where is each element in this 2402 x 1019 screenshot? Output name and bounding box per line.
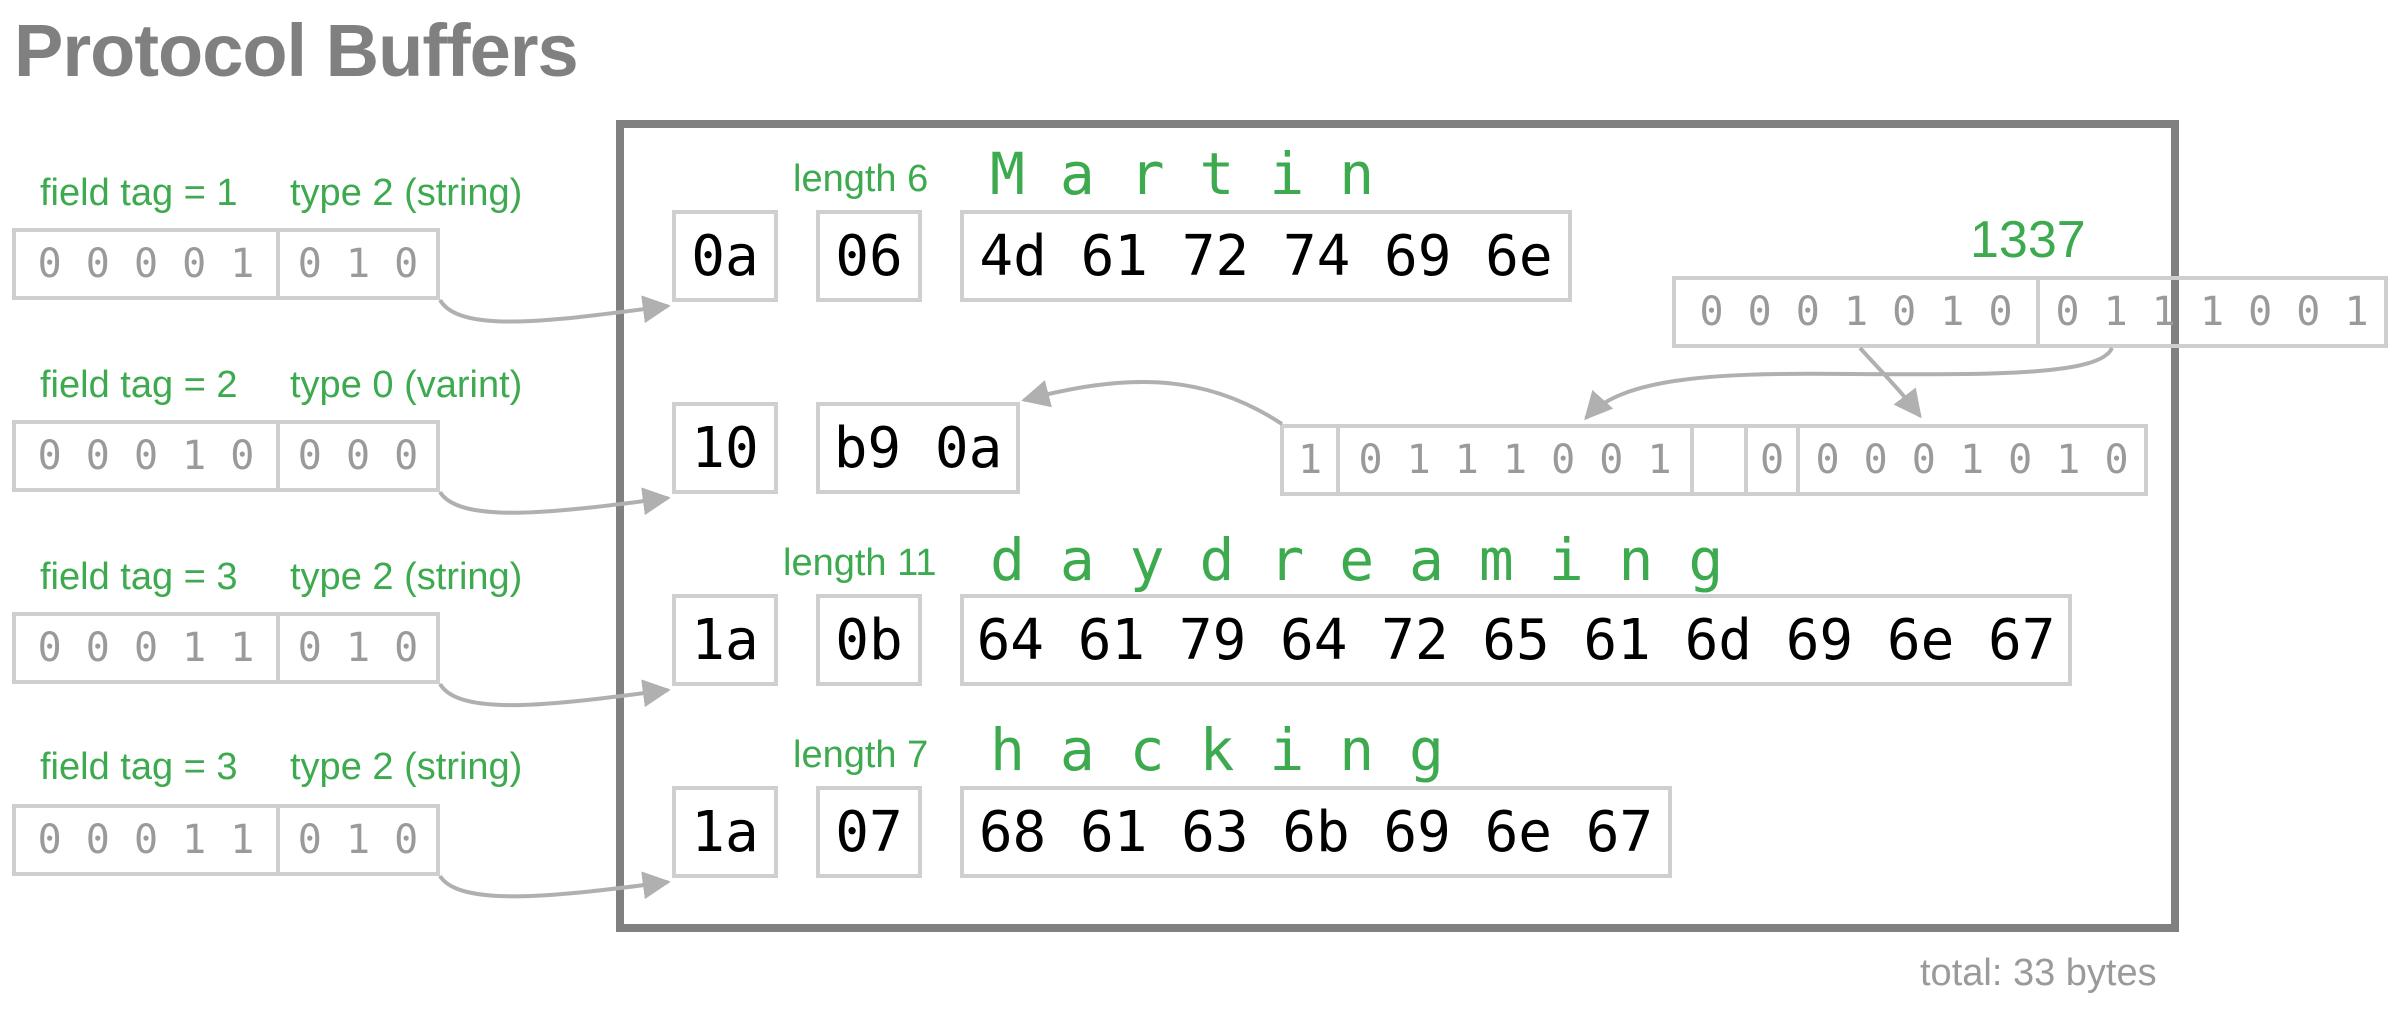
type-bits: 0 1 0: [276, 808, 436, 872]
varint-binary-high: 0 0 0 1 0 1 0: [1699, 289, 2013, 335]
type-bits: 0 1 0: [276, 232, 436, 296]
string-bytes: 68 61 63 6b 69 6e 67: [960, 786, 1672, 878]
page-title: Protocol Buffers: [14, 9, 579, 92]
varint-byte2-msb: 0: [1744, 428, 1796, 492]
tag-bits: 0 0 0 1 1: [37, 817, 255, 863]
tag-bits: 0 0 0 1 1: [37, 625, 255, 671]
type-bits: 0 0 0: [276, 424, 436, 488]
field-tag-label: field tag = 3: [40, 556, 238, 598]
length-label: length 7: [793, 734, 929, 776]
varint-binary-low: 0 1 1 1 0 0 1: [2036, 280, 2384, 344]
length-label: length 6: [793, 158, 929, 200]
tag-byte: 0a: [672, 210, 778, 302]
tag-byte: 1a: [672, 594, 778, 686]
encoded-message-frame: [616, 120, 2179, 932]
string-characters: d a y d r e a m i n g: [990, 526, 1724, 594]
tag-type-bits: 0 0 0 0 1 0 1 0: [12, 228, 440, 300]
total-bytes-label: total: 33 bytes: [1920, 952, 2157, 994]
field-tag-label: field tag = 1: [40, 172, 238, 214]
varint-binary: 0 0 0 1 0 1 0 0 1 1 1 0 0 1: [1672, 276, 2388, 348]
varint-encoded-bits: 1 0 1 1 1 0 0 1 0 0 0 0 1 0 1 0: [1280, 424, 2148, 496]
string-characters: h a c k i n g: [990, 716, 1444, 784]
tag-arrow-3: [438, 679, 671, 708]
type-bits: 0 1 0: [276, 616, 436, 680]
varint-low-arrow: [1584, 346, 2114, 421]
length-byte: 07: [816, 786, 922, 878]
varint-high-arrow: [1858, 346, 1922, 419]
tag-arrow-4: [438, 871, 671, 900]
tag-arrow-1: [438, 295, 671, 324]
type-label: type 0 (varint): [290, 364, 523, 406]
tag-arrow-2: [438, 487, 671, 516]
length-label: length 11: [783, 542, 937, 584]
field-tag-label: field tag = 2: [40, 364, 238, 406]
varint-bytes-arrow: [1021, 380, 1284, 426]
type-label: type 2 (string): [290, 172, 523, 214]
tag-byte: 1a: [672, 786, 778, 878]
type-label: type 2 (string): [290, 556, 523, 598]
tag-type-bits: 0 0 0 1 0 0 0 0: [12, 420, 440, 492]
varint-decimal-value: 1337: [1970, 211, 2086, 269]
string-bytes: 64 61 79 64 72 65 61 6d 69 6e 67: [960, 594, 2072, 686]
varint-byte1-bits: 0 1 1 1 0 0 1: [1336, 428, 1690, 492]
varint-bytes: b9 0a: [816, 402, 1020, 494]
type-label: type 2 (string): [290, 746, 523, 788]
length-byte: 06: [816, 210, 922, 302]
tag-type-bits: 0 0 0 1 1 0 1 0: [12, 804, 440, 876]
tag-type-bits: 0 0 0 1 1 0 1 0: [12, 612, 440, 684]
varint-byte2-bits: 0 0 0 1 0 1 0: [1796, 428, 2144, 492]
varint-gap: [1690, 428, 1744, 492]
field-tag-label: field tag = 3: [40, 746, 238, 788]
tag-bits: 0 0 0 1 0: [37, 433, 255, 479]
string-bytes: 4d 61 72 74 69 6e: [960, 210, 1572, 302]
tag-byte: 10: [672, 402, 778, 494]
varint-byte1-msb: 1: [1297, 437, 1323, 483]
length-byte: 0b: [816, 594, 922, 686]
string-characters: M a r t i n: [990, 140, 1375, 208]
tag-bits: 0 0 0 0 1: [37, 241, 255, 287]
